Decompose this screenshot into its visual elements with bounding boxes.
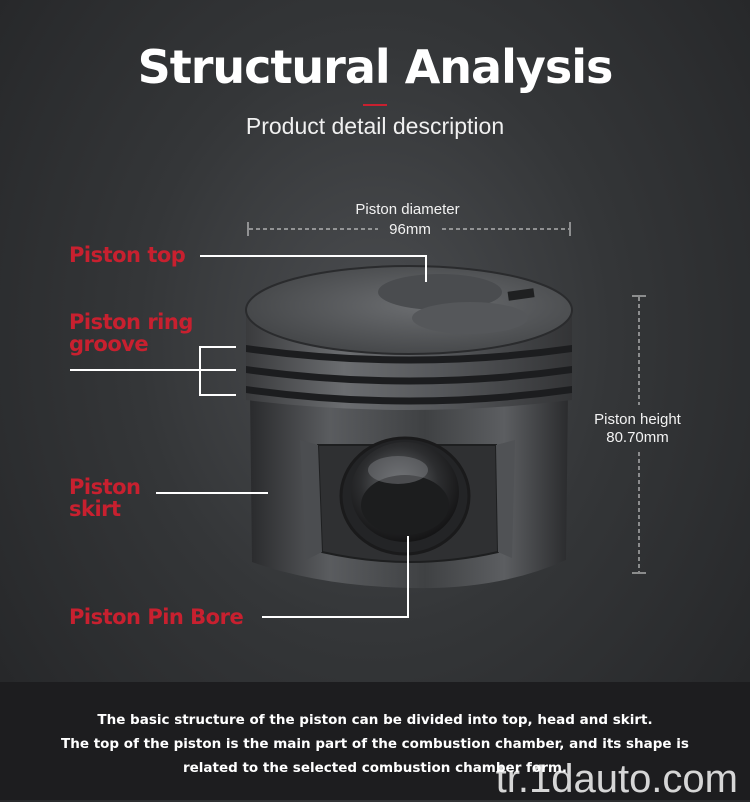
label-ring-groove-2: groove: [69, 332, 149, 356]
description-line-2: The top of the piston is the main part o…: [61, 736, 689, 752]
piston-diagram: [70, 222, 646, 618]
diameter-dimension: [247, 222, 571, 236]
description-line-1: The basic structure of the piston can be…: [97, 712, 653, 728]
site-watermark: tr.1dauto.com: [495, 757, 738, 801]
piston-top-shape: [245, 265, 573, 355]
label-piston-top: Piston top: [69, 243, 186, 267]
description-text: The basic structure of the piston can be…: [20, 708, 730, 780]
title-accent-bar: [363, 104, 387, 106]
page-title: Structural Analysis: [137, 40, 614, 94]
description-line-3: related to the selected combustion chamb…: [182, 760, 568, 776]
leader-lines: [70, 255, 427, 618]
height-label: Piston height: [594, 411, 681, 428]
label-pin-bore: Piston Pin Bore: [69, 605, 244, 629]
height-value: 80.70mm: [606, 429, 669, 446]
page-subtitle: Product detail description: [245, 113, 505, 139]
label-skirt-2: skirt: [69, 497, 121, 521]
label-ring-groove-1: Piston ring: [69, 310, 193, 334]
height-dimension: [632, 295, 646, 574]
label-skirt-1: Piston: [69, 475, 141, 499]
description-footer: The basic structure of the piston can be…: [0, 682, 750, 800]
diameter-label: Piston diameter: [355, 201, 460, 218]
diameter-value: 96mm: [389, 221, 431, 238]
pin-bore-shape: [339, 436, 471, 556]
